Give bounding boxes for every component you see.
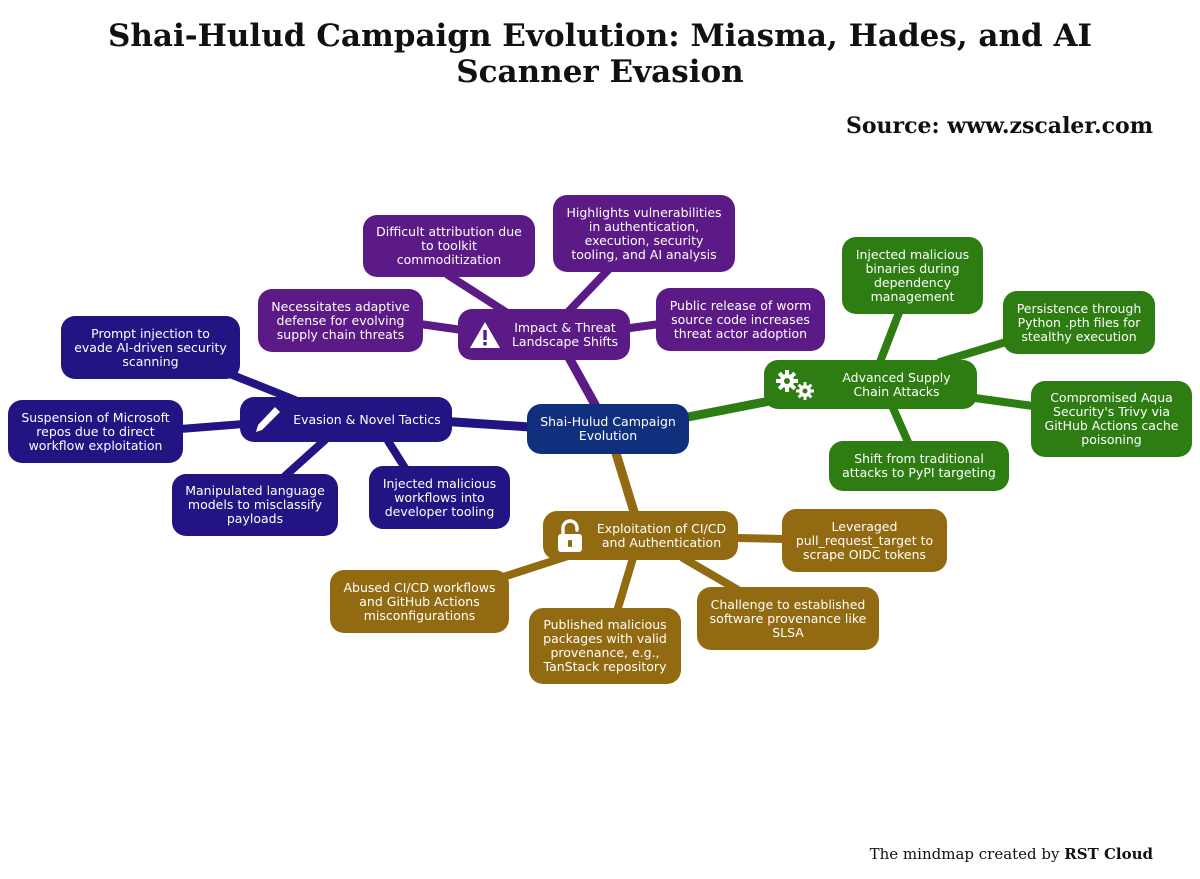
edge-cicd-3 [614, 554, 637, 612]
evasion-child: Injected malicious workflows into develo… [369, 466, 510, 529]
edge-supply-1 [876, 306, 904, 366]
evasion-child: Prompt injection to evade AI-driven secu… [61, 316, 240, 379]
edge-root-cicd [610, 445, 640, 520]
root-node: Shai-Hulud Campaign Evolution [527, 404, 689, 454]
supply-chain-child: Persistence through Python .pth files fo… [1003, 291, 1155, 354]
edge-root-evasion [435, 416, 535, 432]
impact-child: Public release of worm source code incre… [656, 288, 825, 351]
branch-cicd-label: Exploitation of CI/CD and Authentication [596, 520, 727, 550]
page-title: Shai-Hulud Campaign Evolution: Miasma, H… [107, 18, 1093, 90]
branch-supply-chain-label: Advanced Supply Chain Attacks [842, 369, 951, 399]
evasion-child: Suspension of Microsoft repos due to dir… [8, 400, 183, 463]
edge-evasion-2 [176, 420, 248, 433]
branch-evasion-label: Evasion & Novel Tactics [293, 411, 441, 427]
impact-child: Necessitates adaptive defense for evolvi… [258, 289, 423, 352]
edge-evasion-3 [281, 436, 329, 480]
edge-supply-3 [971, 394, 1037, 410]
edge-supply-4 [889, 404, 912, 446]
credit-brand: RST Cloud [1064, 845, 1153, 863]
branch-impact: Impact & Threat Landscape Shifts [458, 309, 630, 360]
branch-cicd: Exploitation of CI/CD and Authentication [543, 511, 738, 560]
edge-cicd-4 [679, 554, 742, 594]
credit-line: The mindmap created by RST Cloud [870, 845, 1153, 863]
cicd-child: Abused CI/CD workflows and GitHub Action… [330, 570, 509, 633]
impact-child: Difficult attribution due to toolkit com… [363, 215, 535, 277]
credit-prefix: The mindmap created by [869, 845, 1065, 863]
edge-impact-3 [416, 320, 466, 334]
impact-child: Highlights vulnerabilities in authentica… [553, 195, 735, 272]
evasion-child: Manipulated language models to misclassi… [172, 474, 338, 536]
edge-cicd-1 [734, 534, 789, 543]
branch-impact-label: Impact & Threat Landscape Shifts [511, 319, 619, 349]
unlock-icon [553, 518, 587, 553]
edge-impact-4 [626, 320, 664, 332]
source-label: Source: www.zscaler.com [845, 113, 1153, 139]
edge-evasion-4 [384, 437, 409, 472]
edge-evasion-1 [226, 370, 299, 404]
supply-chain-child: Injected malicious binaries during depen… [842, 237, 983, 314]
cicd-child: Challenge to established software proven… [697, 587, 879, 650]
gears-icon [774, 368, 818, 402]
edge-root-supply [683, 395, 780, 422]
cicd-child: Published malicious packages with valid … [529, 608, 681, 684]
supply-chain-child: Shift from traditional attacks to PyPI t… [829, 441, 1009, 491]
edge-impact-2 [564, 264, 614, 316]
supply-chain-child: Compromised Aqua Security's Trivy via Gi… [1031, 381, 1192, 457]
branch-evasion: Evasion & Novel Tactics [240, 397, 452, 442]
branch-supply-chain: Advanced Supply Chain Attacks [764, 360, 977, 409]
pen-icon [250, 403, 284, 437]
root-label: Shai-Hulud Campaign Evolution [540, 414, 676, 443]
warning-icon [468, 318, 502, 352]
cicd-child: Leveraged pull_request_target to scrape … [782, 509, 947, 572]
edge-supply-2 [936, 338, 1010, 366]
